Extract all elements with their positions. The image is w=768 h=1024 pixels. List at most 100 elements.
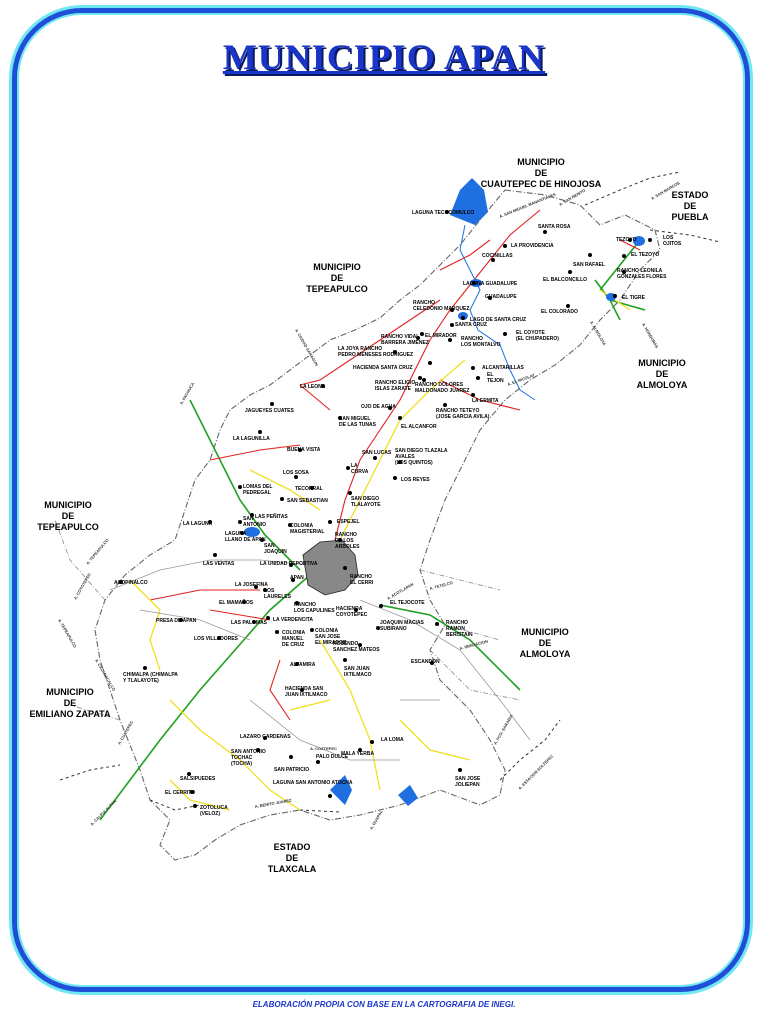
road-label-2: A. CIUDAD SAHAGUN xyxy=(294,328,319,367)
road-label-4: A. COYOTEPEC xyxy=(73,572,92,601)
place-dot xyxy=(294,475,298,479)
railway xyxy=(99,239,646,821)
road-label-0: A. SAN MIGUEL MANANTIALES xyxy=(499,192,557,219)
place-label: EL MAMAÑOS xyxy=(219,599,254,606)
place-dot xyxy=(193,804,197,808)
place-dot xyxy=(354,608,358,612)
place-dot xyxy=(628,238,632,242)
place-29: RANCHO TETEYO(JOSE GARCIA AVILA) xyxy=(436,403,490,420)
place-label: SAN SEBASTIAN xyxy=(287,498,328,504)
place-label: EL MIRADOR xyxy=(425,333,457,339)
place-label: JAGUEYES CUATES xyxy=(245,408,294,414)
place-74: ESCANDON xyxy=(411,659,440,665)
place-dot xyxy=(588,253,592,257)
place-83: MALA YERBA xyxy=(341,748,374,757)
place-label: GUADALUPE xyxy=(485,294,517,300)
place-label: LAS VENTAS xyxy=(203,561,235,567)
place-label: LAGUNA GUADALUPE xyxy=(463,281,518,287)
place-dot xyxy=(213,553,217,557)
neighbor-boundary xyxy=(54,519,521,721)
place-39: LOS REYES xyxy=(393,476,430,483)
place-dot xyxy=(543,230,547,234)
place-57: APAN xyxy=(290,575,304,582)
road-label-15: A. COZTEPEC xyxy=(310,746,337,751)
place-18: EL MIRADOR xyxy=(420,332,457,339)
place-label: EL TEZOYO xyxy=(631,252,659,258)
place-dot xyxy=(430,661,434,665)
place-label: LA LAGUNILLA xyxy=(233,436,270,442)
road-label-14: A. ACOTLAPAN xyxy=(386,582,414,601)
place-42: TECORRAL xyxy=(295,486,323,492)
place-dot xyxy=(398,416,402,420)
laguna-tecocomulco xyxy=(450,178,488,225)
place-28: LA ERMITA xyxy=(471,393,499,404)
place-label: MALA YERBA xyxy=(341,751,374,757)
place-dot xyxy=(379,604,383,608)
place-dot xyxy=(443,403,447,407)
place-label: SAN PATRICIO xyxy=(274,767,309,773)
road-label-3: A. TEPEAPULCO xyxy=(85,538,110,566)
place-label: SANTA ROSA xyxy=(538,224,571,230)
place-dot xyxy=(416,336,420,340)
place-56: ACOPINALCO xyxy=(114,580,148,586)
place-label: ESPEJEL xyxy=(337,519,360,525)
place-dot xyxy=(348,491,352,495)
place-dot xyxy=(422,378,426,382)
place-dot xyxy=(568,270,572,274)
place-58: LA JOSEFINA xyxy=(235,582,268,589)
place-label: EL CERRITO xyxy=(165,790,195,796)
place-dot xyxy=(613,294,617,298)
place-3: COCINILLAS xyxy=(482,253,513,262)
place-dot xyxy=(263,736,267,740)
place-label: ZOTOLUCA(VELOZ) xyxy=(200,805,228,817)
place-dot xyxy=(240,531,244,535)
state-border xyxy=(59,171,721,813)
place-label: LA JOSEFINA xyxy=(235,582,268,588)
place-dot xyxy=(280,497,284,501)
place-88: ZOTOLUCA(VELOZ) xyxy=(193,804,228,817)
place-label: SAN RAFAEL xyxy=(573,262,605,268)
place-75: ALTAMIRA xyxy=(290,662,316,668)
place-53: LAS VENTAS xyxy=(203,553,235,567)
place-dot xyxy=(370,740,374,744)
place-dot xyxy=(471,393,475,397)
place-dot xyxy=(435,622,439,626)
place-label: LA VERDENCITA xyxy=(273,617,313,623)
federal-road xyxy=(149,209,641,721)
place-label: TECORRAL xyxy=(295,486,323,492)
road-label-12: A. IRRIGACION xyxy=(459,639,489,651)
place-dot xyxy=(491,258,495,262)
place-label: LOS SOSA xyxy=(283,470,309,476)
place-34: LA LAGUNILLA xyxy=(233,430,270,442)
place-86: EL CERRITO xyxy=(165,790,195,796)
place-label: LA LOMA xyxy=(381,737,404,743)
place-0: LAGUNA TECOCOMULCO xyxy=(412,210,474,216)
place-dot xyxy=(343,566,347,570)
place-dot xyxy=(310,486,314,490)
place-dot xyxy=(373,456,377,460)
place-dot xyxy=(328,794,332,798)
place-label: RANCHO TETEYO(JOSE GARCIA AVILA) xyxy=(436,408,490,420)
